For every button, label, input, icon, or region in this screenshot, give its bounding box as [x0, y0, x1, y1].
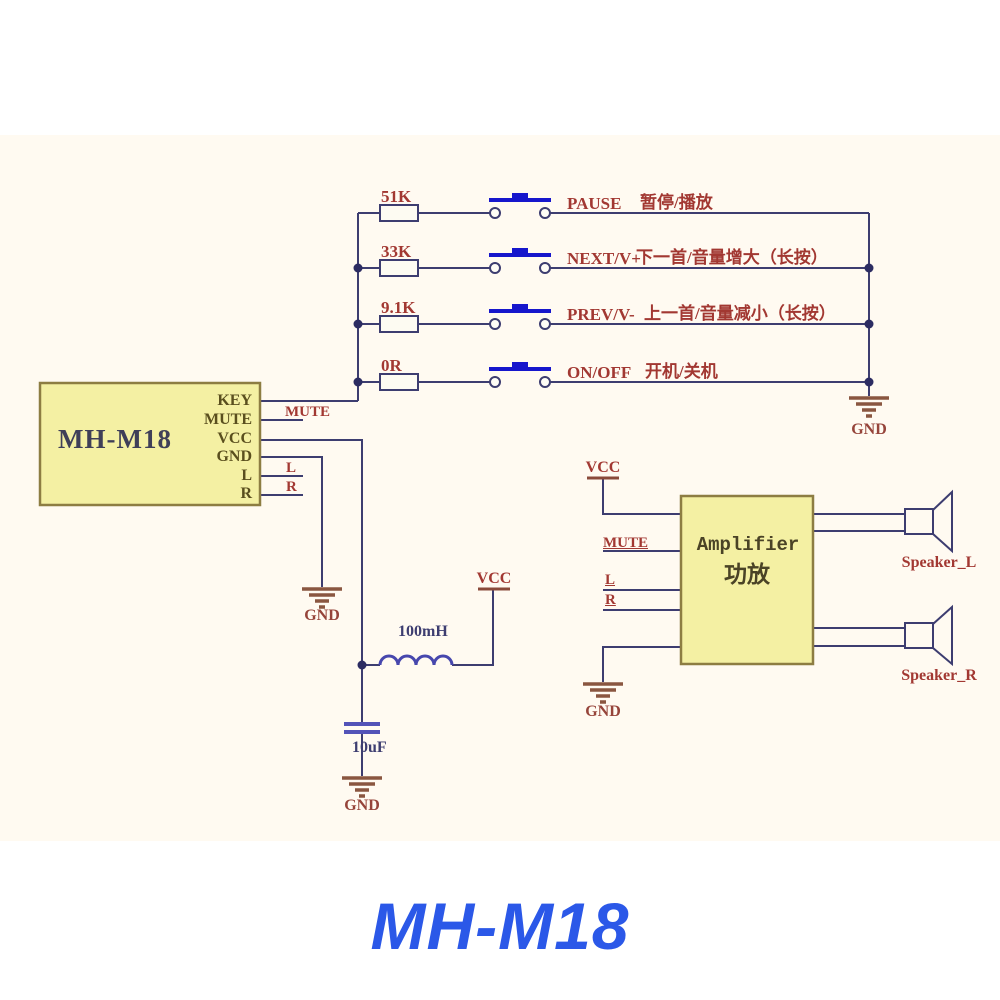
- pin-r: R: [240, 485, 252, 502]
- key-label-onoff-en: ON/OFF: [567, 363, 632, 382]
- speaker-r-icon: [904, 604, 953, 667]
- push-button-onoff-icon: [489, 362, 551, 388]
- ground-icon-module: [302, 587, 342, 609]
- pin-vcc: VCC: [217, 430, 252, 447]
- key-label-pause-cn: 暂停/播放: [640, 193, 713, 212]
- wire-speaker-r: [813, 627, 905, 647]
- amplifier-title-cn: 功放: [724, 562, 770, 587]
- ground-icon-right: [849, 396, 889, 418]
- push-buttons: [489, 193, 551, 388]
- vcc-bars: [478, 476, 619, 591]
- resistor-value-3: 9.1K: [381, 298, 416, 317]
- resistor-value-2: 33K: [381, 242, 412, 261]
- gnd-label-amp: GND: [585, 703, 621, 720]
- wire-amp-vcc: [602, 479, 681, 515]
- key-label-onoff-cn: 开机/关机: [645, 362, 718, 381]
- amplifier-title-en: Amplifier: [696, 534, 800, 556]
- amp-input-l: L: [605, 572, 616, 588]
- capacitor-icon: [344, 722, 380, 734]
- wire-speaker-l: [813, 513, 905, 532]
- gnd-label-module: GND: [304, 607, 340, 624]
- key-label-next-cn: 下一首/音量增大（长按）: [636, 248, 828, 267]
- resistor-value-4: 0R: [381, 356, 402, 375]
- key-label-pause-en: PAUSE: [567, 194, 622, 213]
- wires: [260, 212, 905, 776]
- gnd-label-right: GND: [851, 421, 887, 438]
- ground-icon-amp: [583, 682, 623, 704]
- push-button-next-icon: [489, 248, 551, 274]
- amp-input-r: R: [605, 592, 616, 608]
- pin-key: KEY: [217, 392, 252, 409]
- amp-input-mute: MUTE: [603, 535, 648, 551]
- net-label-mute: MUTE: [285, 404, 330, 420]
- resistor-0r: [379, 373, 419, 391]
- key-label-prev-en: PREV/V-: [567, 305, 635, 324]
- inductor-coil-icon: [378, 654, 454, 666]
- speaker-r-label: Speaker_R: [901, 667, 977, 684]
- resistor-9k1: [379, 315, 419, 333]
- capacitor-value: 10uF: [352, 739, 387, 756]
- pin-l: L: [241, 467, 252, 484]
- push-button-prev-icon: [489, 304, 551, 330]
- resistors: [379, 204, 419, 391]
- pin-mute: MUTE: [204, 411, 252, 428]
- resistor-33k: [379, 259, 419, 277]
- inductor-value: 100mH: [398, 623, 448, 640]
- ground-icon-main: [342, 776, 382, 798]
- key-label-next-en: NEXT/V+: [567, 249, 641, 268]
- junction-dots: [353, 263, 874, 670]
- vcc-label-amp: VCC: [585, 459, 621, 476]
- resistor-51k: [379, 204, 419, 222]
- wire-amp-gnd: [602, 646, 681, 682]
- resistor-value-1: 51K: [381, 187, 412, 206]
- wire-gnd-module: [260, 456, 323, 587]
- page-title: MH-M18: [370, 889, 630, 963]
- vcc-label-main: VCC: [476, 570, 512, 587]
- speaker-l-icon: [904, 489, 953, 554]
- module-box: [38, 381, 262, 507]
- gnd-label-main: GND: [344, 797, 380, 814]
- speaker-l-label: Speaker_L: [901, 554, 977, 571]
- module-name: MH-M18: [58, 424, 172, 454]
- speakers: [904, 489, 953, 667]
- push-button-pause-icon: [489, 193, 551, 219]
- net-label-r: R: [286, 479, 297, 495]
- pin-gnd: GND: [216, 448, 252, 465]
- wire-vcc-main: [260, 439, 363, 776]
- net-label-l: L: [286, 460, 297, 476]
- key-label-prev-cn: 上一首/音量减小（长按）: [644, 304, 836, 323]
- ground-symbols: [302, 396, 889, 798]
- amplifier-box: [679, 494, 815, 666]
